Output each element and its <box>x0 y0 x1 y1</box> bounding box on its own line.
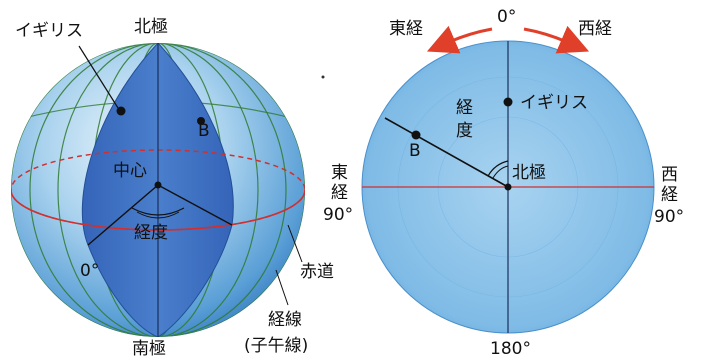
globe-uk-label: イギリス <box>15 21 83 41</box>
globe-prime-meridian-label: (子午線) <box>244 336 308 356</box>
angle-arc <box>131 207 185 216</box>
polar-180-label: 180° <box>490 339 531 359</box>
polar-angle-arc <box>487 160 509 177</box>
angle-arc-inner <box>136 211 180 219</box>
polar-west-90-label: 90° <box>654 207 684 227</box>
uk-point <box>116 106 126 116</box>
b-meridian-line <box>384 117 509 188</box>
polar-east-side-1: 東 <box>331 163 348 183</box>
globe-center-label: 中心 <box>113 161 147 181</box>
polar-view: 東経 西経 0° 経 度 イギリス B 北極 東 経 90° 西 経 90° 1… <box>323 7 684 359</box>
polar-longitude-label-2: 度 <box>456 121 473 141</box>
globe-b-label: B <box>198 121 210 141</box>
polar-center-point <box>504 183 512 191</box>
globe-south-pole-label: 南極 <box>132 339 166 359</box>
equator-leader <box>287 224 303 263</box>
polar-b-label: B <box>409 141 421 161</box>
polar-angle-arc-inner <box>492 165 509 179</box>
polar-north-pole-label: 北極 <box>512 163 546 183</box>
stray-mark <box>321 75 325 79</box>
polar-uk-point <box>503 97 513 107</box>
center-point <box>154 181 162 189</box>
polar-longitude-label-1: 経 <box>456 98 473 118</box>
globe: 北極 南極 イギリス B 中心 経度 0° 赤道 経線 (子午線) <box>11 17 334 359</box>
polar-b-point <box>411 130 421 140</box>
polar-zero-label: 0° <box>497 7 516 27</box>
globe-meridian-label: 経線 <box>268 310 302 330</box>
polar-east-side-2: 経 <box>331 183 348 203</box>
east-arrow <box>426 25 493 54</box>
polar-west-side-2: 経 <box>661 185 678 205</box>
b-point <box>197 117 205 125</box>
polar-east-top-label: 東経 <box>389 19 423 39</box>
uk-leader <box>78 45 119 109</box>
meridian-leader <box>275 269 289 306</box>
west-arrow <box>523 25 590 54</box>
globe-north-pole-label: 北極 <box>134 17 168 37</box>
polar-east-90-label: 90° <box>323 205 353 225</box>
radius-to-b <box>157 184 233 226</box>
polar-west-side-1: 西 <box>661 165 678 185</box>
polar-uk-label: イギリス <box>520 93 588 113</box>
globe-longitude-angle-label: 経度 <box>134 223 168 243</box>
polar-west-top-label: 西経 <box>578 19 612 39</box>
radius-to-zero <box>87 184 159 246</box>
globe-equator-label: 赤道 <box>300 262 334 282</box>
globe-zero-label: 0° <box>80 261 99 281</box>
